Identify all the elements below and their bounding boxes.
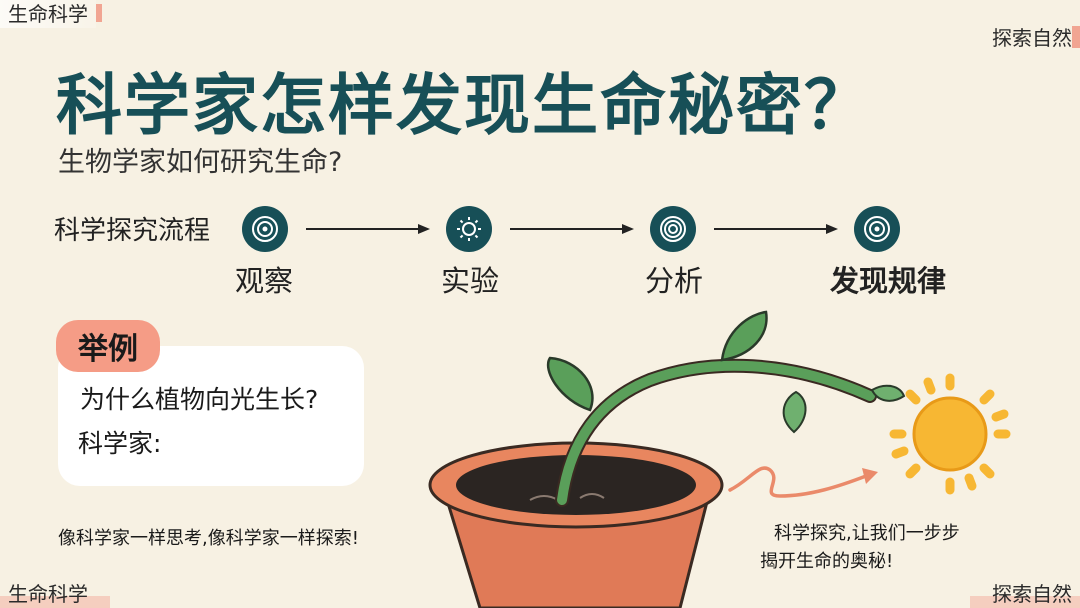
arrow-icon [510, 224, 634, 234]
example-question: 为什么植物向光生长? [80, 385, 319, 414]
arrow-icon [714, 224, 838, 234]
flow-step-observe: 观察 [234, 264, 293, 298]
discovery-icon [854, 206, 900, 252]
leaf-icon [546, 356, 594, 412]
sun-icon [889, 373, 1011, 495]
curly-arrow-icon [728, 466, 868, 498]
corner-label-top-left: 生命科学 [0, 0, 102, 28]
corner-label-bottom-left: 生命科学 [0, 580, 110, 608]
closing-note-line-1: 科学探究,让我们一步步 [774, 523, 960, 544]
page-subtitle: 生物学家如何研究生命? [58, 147, 343, 178]
arrow-icon [306, 224, 430, 234]
flow-label: 科学探究流程 [54, 216, 211, 246]
eye-icon [242, 206, 288, 252]
flow-step-analyze: 分析 [644, 264, 703, 298]
closing-note-line-2: 揭开生命的奥秘! [760, 551, 894, 572]
corner-label-bottom-right: 探索自然 [970, 580, 1080, 608]
example-tag: 举例 [56, 320, 160, 372]
leaf-icon [782, 390, 807, 434]
example-scientist-label: 科学家: [78, 429, 162, 458]
target-icon [650, 206, 696, 252]
flow-step-experiment: 实验 [440, 264, 499, 298]
corner-label-top-right: 探索自然 [984, 24, 1080, 52]
plant-illustration [428, 310, 1011, 608]
leaf-icon [720, 310, 768, 362]
closing-note: 科学探究,让我们一步步 揭开生命的奥秘! [760, 520, 1000, 576]
lightbulb-icon [446, 206, 492, 252]
motto-text: 像科学家一样思考,像科学家一样探索! [58, 528, 359, 549]
page-title: 科学家怎样发现生命秘密？ [56, 67, 872, 144]
leaf-icon [870, 384, 906, 402]
flow-step-discover: 发现规律 [829, 264, 946, 298]
